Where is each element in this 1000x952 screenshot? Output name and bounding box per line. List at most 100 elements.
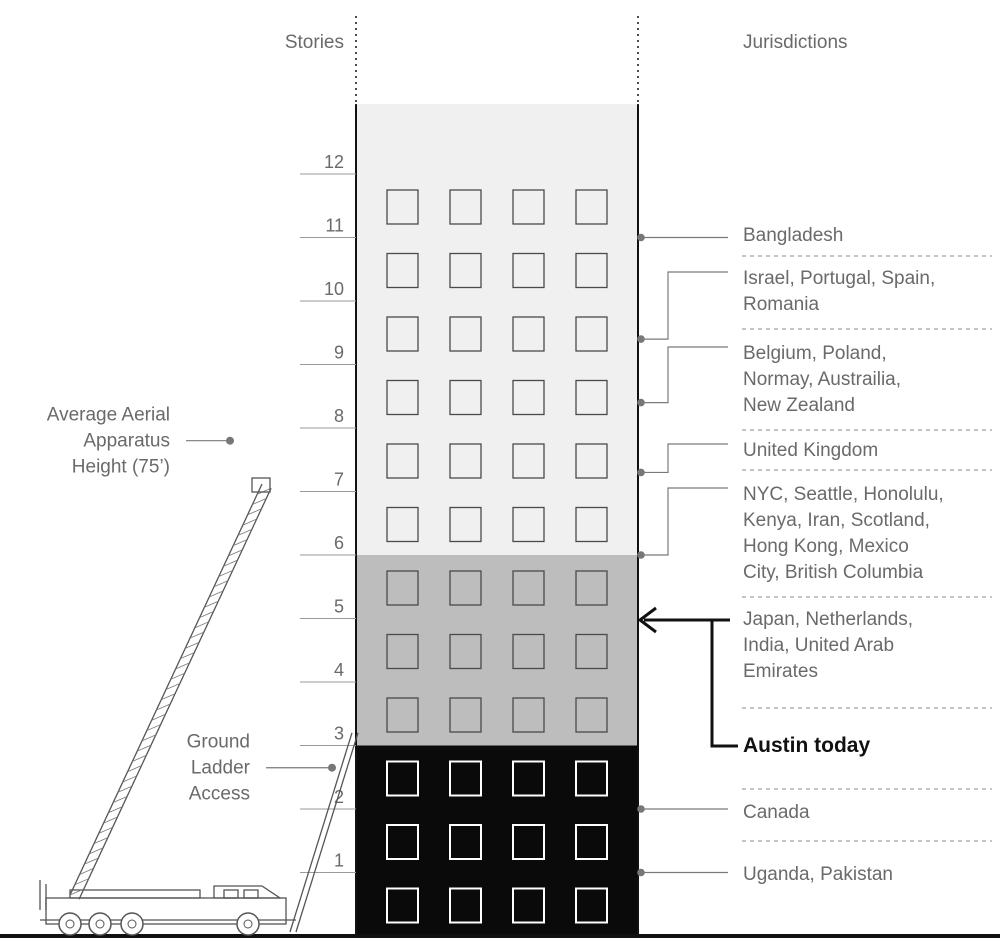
story-number-9: 9 <box>334 343 344 363</box>
story-number-1: 1 <box>334 851 344 871</box>
ladder-truss <box>204 600 219 608</box>
window <box>512 697 545 733</box>
story-number-3: 3 <box>334 724 344 744</box>
ladder-truss <box>242 518 257 526</box>
ladder-truss <box>247 508 262 516</box>
window <box>386 633 419 670</box>
window <box>449 316 482 352</box>
ground_ladder-label-line: Ladder <box>191 758 251 779</box>
ladder-truss <box>113 796 128 803</box>
window <box>386 443 419 479</box>
window <box>449 506 482 543</box>
ladder-truss <box>89 847 104 855</box>
window <box>575 887 608 924</box>
window <box>575 633 608 670</box>
window <box>512 824 545 860</box>
window <box>575 760 608 797</box>
window <box>575 189 608 225</box>
truck-wheel <box>58 912 82 936</box>
ladder-truss <box>79 868 94 875</box>
window <box>575 506 608 543</box>
ladder-truss <box>228 549 243 557</box>
rear-rail <box>39 880 47 910</box>
window <box>512 633 545 670</box>
ladder-truss <box>108 806 123 814</box>
austin-arrow-line <box>710 618 738 748</box>
wheel-hub <box>95 919 105 929</box>
truck-wheel <box>236 912 260 936</box>
wheel-hub <box>65 919 75 929</box>
jurisdiction-label: Emirates <box>743 661 818 682</box>
window <box>575 252 608 289</box>
ladder-truss <box>69 888 85 896</box>
jurisdiction-label: Japan, Netherlands, <box>743 609 913 630</box>
aerial-dot <box>226 436 234 445</box>
story-number-5: 5 <box>334 597 344 617</box>
wheel-hub <box>243 919 253 929</box>
window <box>512 887 545 924</box>
window <box>512 316 545 352</box>
window <box>449 824 482 860</box>
window <box>449 252 482 289</box>
window <box>575 379 608 416</box>
austin-arrow-head <box>637 606 657 634</box>
aerial-label-line: Apparatus <box>83 431 170 452</box>
austin-today-label: Austin today <box>743 734 870 757</box>
window <box>386 316 419 352</box>
ladder-truss <box>257 487 272 495</box>
story-number-7: 7 <box>334 470 344 490</box>
jurisdiction-label: Uganda, Pakistan <box>743 864 893 885</box>
aerial-ladder-rail <box>78 487 272 900</box>
story-number-2: 2 <box>334 787 344 807</box>
story-number-8: 8 <box>334 406 344 426</box>
ladder-truss <box>218 570 233 577</box>
ladder-truss <box>161 693 176 701</box>
ground-ladder-rail <box>295 732 359 933</box>
aerial-label-line: Height (75’) <box>72 457 170 478</box>
jurisdiction-leader-line <box>641 443 728 474</box>
cab-window <box>243 889 259 899</box>
window <box>575 570 608 606</box>
window <box>512 506 545 543</box>
ladder-truss <box>233 539 248 547</box>
jurisdiction-label: Normay, Austrailia, <box>743 369 901 390</box>
austin-today-zone <box>356 555 638 746</box>
truck-wheel <box>88 912 112 936</box>
window <box>512 379 545 416</box>
window <box>386 379 419 416</box>
ladder-truss <box>209 590 224 598</box>
ladder-truss <box>185 641 200 649</box>
window <box>386 506 419 543</box>
window <box>449 697 482 733</box>
jurisdiction-label: City, British Columbia <box>743 562 924 583</box>
ladder-truss <box>175 662 190 670</box>
story-number-11: 11 <box>325 216 344 236</box>
window <box>575 824 608 860</box>
window <box>449 189 482 225</box>
jurisdiction-label: Belgium, Poland, <box>743 343 887 364</box>
story-number-12: 12 <box>324 152 344 172</box>
window <box>512 189 545 225</box>
jurisdiction-label: Canada <box>743 802 810 823</box>
window <box>512 760 545 797</box>
ladder-truss <box>180 652 195 660</box>
jurisdiction-leader-line <box>641 271 728 340</box>
ladder-truss <box>223 559 238 567</box>
ladder-truss <box>93 837 109 844</box>
window <box>512 443 545 479</box>
jurisdictions-header: Jurisdictions <box>743 32 848 53</box>
jurisdiction-label: United Kingdom <box>743 440 878 461</box>
ground_ladder-dot <box>328 763 336 772</box>
ladder-truss <box>170 672 185 680</box>
ground_ladder-label-line: Access <box>189 784 250 805</box>
ground_ladder-label-line: Ground <box>187 732 250 753</box>
ladder-truss <box>84 857 99 865</box>
truck-wheel <box>120 912 144 936</box>
ground-ladder-zone <box>356 745 638 936</box>
ladder-truss <box>74 878 89 886</box>
jurisdiction-label: Kenya, Iran, Scotland, <box>743 510 930 531</box>
window <box>449 760 482 797</box>
